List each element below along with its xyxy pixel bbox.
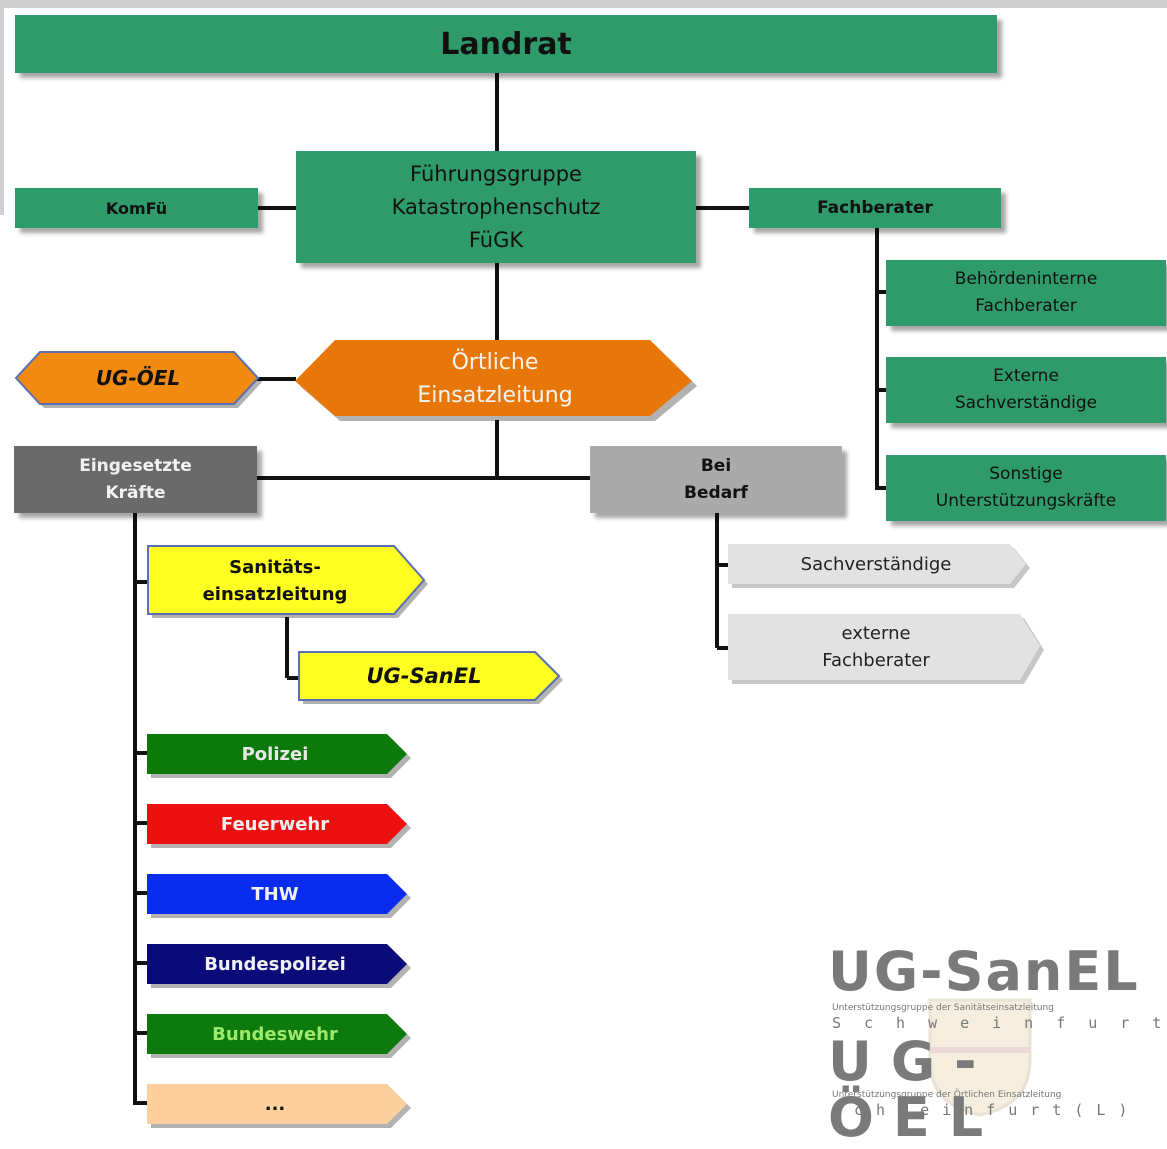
force-arrow-shape <box>147 1014 411 1058</box>
sanitaetseinsatzleitung-label: Sanitäts- einsatzleitung <box>202 557 348 605</box>
fuegk-box: Führungsgruppe Katastrophenschutz FüGK <box>296 151 696 263</box>
externe-fachberater-label: externe Fachberater <box>822 623 930 671</box>
coat-of-arms-watermark-icon <box>928 998 1032 1117</box>
logo-ug-oel-subtitle: Unterstützungsgruppe der Örtlichen Einsa… <box>832 1090 1062 1100</box>
fachberater-box: Fachberater <box>749 188 1001 228</box>
force-label: Bundeswehr <box>212 1023 338 1045</box>
sanitaetseinsatzleitung-shape <box>147 545 428 618</box>
eingesetzte-kraefte-box: Eingesetzte Kräfte <box>14 446 257 513</box>
force-arrow-shape <box>147 944 411 988</box>
force-arrow-shape <box>147 734 411 778</box>
oertliche-einsatzleitung-shape <box>295 340 697 421</box>
bei-bedarf-label: Bei Bedarf <box>684 455 748 503</box>
force-label: ... <box>264 1093 286 1115</box>
behoerdeninterne-fachberater-box: Behördeninterne Fachberater <box>886 260 1166 326</box>
logo-city-1: Schweinfurt <box>832 1014 1167 1032</box>
fuegk-label: Führungsgruppe Katastrophenschutz FüGK <box>391 161 601 252</box>
ug-oel-label: UG-ÖEL <box>95 366 181 390</box>
sonstige-unterstuetzungskraefte-label: Sonstige Unterstützungskräfte <box>935 464 1117 511</box>
sonstige-unterstuetzungskraefte-box: Sonstige Unterstützungskräfte <box>886 455 1166 521</box>
landrat-box: Landrat <box>15 15 997 73</box>
komfue-label: KomFü <box>105 198 168 218</box>
externe-fachberater-shape <box>728 614 1044 684</box>
force-arrow-shape <box>147 804 411 848</box>
force-arrow-shape <box>147 1084 411 1128</box>
force-label: THW <box>251 883 299 905</box>
ug-sanel-shape <box>298 651 563 704</box>
force-label: Bundespolizei <box>204 953 346 975</box>
sachverstaendige-label: Sachverständige <box>800 553 952 575</box>
eingesetzte-kraefte-label: Eingesetzte Kräfte <box>79 455 192 503</box>
externe-sachverstaendige-label: Externe Sachverständige <box>954 366 1098 413</box>
landrat-label: Landrat <box>440 26 572 62</box>
force-label: Feuerwehr <box>220 813 330 835</box>
externe-sachverstaendige-box: Externe Sachverständige <box>886 357 1166 423</box>
logo-city-2: Schweinfurt(L) <box>832 1101 1141 1119</box>
force-label: Polizei <box>241 743 309 765</box>
force-arrow-shape <box>147 874 411 918</box>
window-frame <box>0 0 1167 215</box>
logo-ug-sanel: UG-SanEL <box>828 940 1140 1003</box>
ug-oel-shape <box>14 351 262 408</box>
sachverstaendige-shape <box>728 544 1030 588</box>
fachberater-label: Fachberater <box>817 198 933 218</box>
komfue-box: KomFü <box>15 188 258 228</box>
oertliche-einsatzleitung-label: Örtliche Einsatzleitung <box>417 350 573 408</box>
logo-ug-sanel-subtitle: Unterstützungsgruppe der Sanitätseinsatz… <box>832 1003 1054 1013</box>
ug-sanel-label: UG-SanEL <box>366 664 482 688</box>
bei-bedarf-box: Bei Bedarf <box>590 446 842 513</box>
behoerdeninterne-fachberater-label: Behördeninterne Fachberater <box>954 269 1098 316</box>
